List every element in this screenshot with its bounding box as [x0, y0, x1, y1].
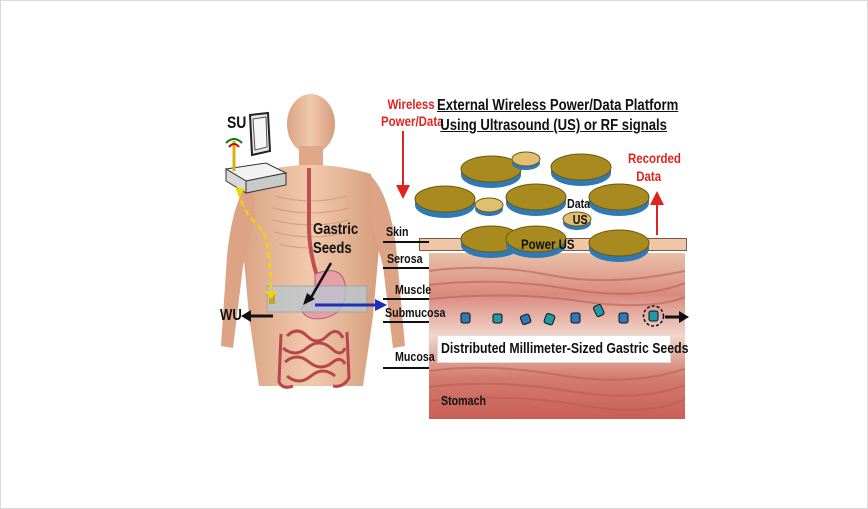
wireless-link-dashed	[231, 181, 281, 301]
layer-label-muscle: Muscle	[395, 283, 431, 296]
layer-label-skin: Skin	[386, 225, 409, 238]
seed-output-arrow	[663, 309, 689, 325]
link-arrow-blue	[311, 297, 389, 313]
wireless-down-arrow	[396, 131, 410, 199]
wireless-power-data-label: Wireless Power/Data	[381, 97, 444, 128]
power-us-label: Power US	[521, 237, 575, 251]
wu-arrow	[241, 308, 275, 324]
layer-rule-submucosa	[383, 321, 429, 323]
layer-label-submucosa: Submucosa	[385, 306, 445, 319]
recorded-data-label: Recorded Data	[628, 151, 681, 183]
stomach-label: Stomach	[441, 394, 486, 407]
layer-rule-muscle	[383, 298, 429, 300]
gastric-seeds-label: Gastric Seeds	[313, 222, 358, 257]
recorded-up-arrow	[650, 191, 664, 235]
layer-rule-skin	[383, 241, 429, 243]
layer-label-serosa: Serosa	[387, 252, 423, 265]
layer-rule-mucosa	[383, 367, 429, 369]
layer-rule-serosa	[383, 267, 429, 269]
su-label: SU	[227, 114, 246, 131]
platform-title: External Wireless Power/Data Platform Us…	[437, 98, 678, 134]
seeds-caption: Distributed Millimeter-Sized Gastric See…	[441, 341, 688, 356]
layer-label-mucosa: Mucosa	[395, 350, 435, 363]
data-us-label: Data US	[567, 197, 590, 226]
wu-label: WU	[220, 308, 242, 324]
